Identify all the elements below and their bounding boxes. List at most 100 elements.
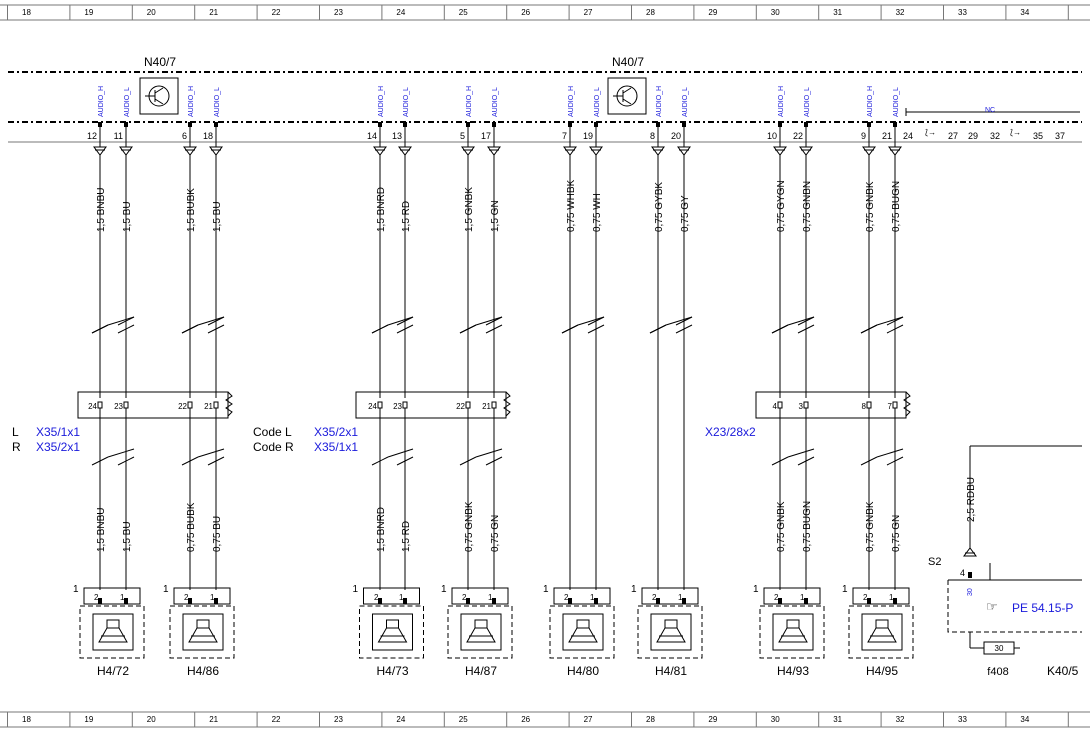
wire-label: 0,75 WH: [592, 193, 603, 232]
connector-arrow-icon: [119, 146, 133, 156]
shield-link: [876, 448, 904, 458]
connector-side-label: Code R: [253, 440, 294, 454]
pin-number: 10: [767, 131, 777, 141]
connector-pin-number: 8: [862, 402, 867, 411]
grid-number: 30: [771, 8, 780, 17]
speaker-pin-number: 1: [800, 593, 805, 602]
module-box: [139, 77, 179, 115]
grid-number: 28: [646, 715, 655, 724]
wire-label: 0,75 GNBK: [865, 501, 876, 552]
speaker-pin: [867, 598, 871, 604]
s2-box: [947, 580, 1082, 633]
connector-pin: [213, 401, 219, 409]
connector-arrow-icon: [373, 146, 387, 156]
transistor-emitter: [622, 98, 632, 105]
wire-label: 1,5 RD: [401, 521, 412, 552]
speaker-pin: [188, 598, 192, 604]
shield-mark: [459, 456, 477, 466]
nc-label: NC: [985, 107, 995, 114]
shield-link: [91, 324, 109, 334]
fuse-label: f408: [987, 666, 1008, 678]
wire-label: 0,75 GYBK: [654, 182, 665, 232]
speaker-icon-frame: [92, 613, 134, 651]
pin-number: 19: [583, 131, 593, 141]
connector-arrow-icon: [563, 146, 577, 156]
shield-link: [459, 324, 477, 334]
speaker-pin: [403, 598, 407, 604]
connector-pin: [491, 401, 497, 409]
speaker-icon-frame: [650, 613, 692, 651]
speaker-label: H4/81: [655, 664, 687, 678]
pin-marker: [594, 122, 598, 127]
shield-mark: [860, 456, 878, 466]
signal-label: AUDIO_L: [403, 87, 410, 117]
connector-arrow-icon: [183, 146, 197, 156]
speaker-cone-icon: [188, 627, 218, 643]
speaker-pin-index: 1: [163, 584, 169, 595]
grid-number: 24: [396, 8, 405, 17]
connector-arrow-icon: [862, 146, 876, 156]
speaker-cone-icon: [377, 627, 408, 643]
shield-mark: [675, 324, 693, 334]
speaker-connector: [83, 587, 141, 605]
grid-number: 31: [833, 715, 842, 724]
signal-label: AUDIO_L: [124, 87, 131, 117]
signal-label: AUDIO_H: [378, 86, 385, 117]
speaker-pin: [682, 598, 686, 604]
relay-label: K40/5: [1047, 664, 1079, 678]
connector-pin-number: 22: [456, 402, 465, 411]
speaker-box: [637, 605, 703, 659]
speaker-box: [447, 605, 513, 659]
shield-mark: [797, 324, 815, 334]
connector-arrow-icon: [677, 146, 691, 156]
connector-pin-number: 23: [393, 402, 402, 411]
speaker-pin-number: 2: [94, 593, 99, 602]
speaker-label: H4/72: [97, 664, 129, 678]
speaker-pin-number: 2: [564, 593, 569, 602]
shield-link: [787, 448, 815, 458]
speaker-pin: [492, 598, 496, 604]
grid-number: 18: [22, 8, 31, 17]
wire-label: 0,75 WHBK: [566, 179, 577, 232]
speaker-pin-index: 1: [543, 584, 549, 595]
speaker-pin-number: 2: [863, 593, 868, 602]
speaker-icon: [386, 619, 399, 629]
pin-number: 12: [87, 131, 97, 141]
speaker-cone-icon: [867, 627, 897, 643]
connector-strip-mid: [355, 391, 507, 419]
connector-pin-number: 7: [888, 402, 893, 411]
connector-pin: [777, 401, 783, 409]
speaker-cone-icon: [466, 627, 496, 643]
grid-number: 19: [84, 715, 93, 724]
connector-pin-number: 22: [178, 402, 187, 411]
speaker-pin-number: 2: [774, 593, 779, 602]
signal-label: AUDIO_H: [778, 86, 785, 117]
shield-mark: [396, 324, 414, 334]
pin-number: 7: [562, 131, 567, 141]
speaker-icon-frame: [460, 613, 502, 651]
connector-arrow-icon: [209, 146, 223, 156]
chevron-icon: ⟅→: [1010, 128, 1021, 137]
signal-label: AUDIO_L: [893, 87, 900, 117]
grid-number: 24: [396, 715, 405, 724]
speaker-icon: [576, 619, 590, 629]
speaker-pin-number: 1: [590, 593, 595, 602]
speaker-icon-frame: [372, 613, 413, 651]
shield-mark: [371, 456, 389, 466]
wire-label: 0,75 BU: [212, 516, 223, 552]
shield-link: [876, 316, 904, 326]
connector-arrow-up-icon: [963, 547, 977, 557]
speaker-connector: [173, 587, 231, 605]
wire-label: 1,5 BNBU: [96, 508, 107, 552]
grid-number: 28: [646, 8, 655, 17]
speaker-pin: [214, 598, 218, 604]
pin-marker: [214, 122, 218, 127]
grid-number: 21: [209, 715, 218, 724]
wire-label: 1,5 BNRD: [376, 507, 387, 552]
wire-label: 1,5 BNBU: [96, 188, 107, 232]
connector-pin: [866, 401, 872, 409]
shield-link: [181, 324, 199, 334]
grid-number: 18: [22, 715, 31, 724]
connector-pin-number: 21: [204, 402, 213, 411]
